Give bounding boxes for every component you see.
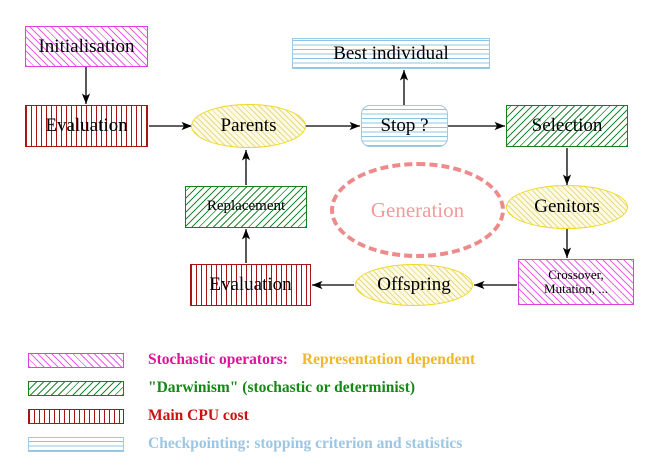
node-replacement-label: Replacement [206,198,286,215]
node-parents-label: Parents [220,115,277,137]
legend-text-darwinism: "Darwinism" (stochastic or determinist) [148,379,415,397]
node-selection[interactable]: Selection [506,105,628,147]
node-evaluation-bottom-label: Evaluation [209,274,292,296]
legend-row-checkpointing: Checkpointing: stopping criterion and st… [28,433,462,455]
node-evaluation-bottom[interactable]: Evaluation [190,264,311,306]
node-offspring-label: Offspring [377,274,451,296]
node-replacement[interactable]: Replacement [185,186,307,228]
node-best-individual-label: Best individual [333,42,449,64]
node-crossover-mutation-label: Crossover, Mutation, ... [544,267,608,296]
legend-swatch-blue-horizontal [28,436,124,452]
node-evaluation-top[interactable]: Evaluation [25,105,148,147]
node-generation: Generation [330,162,505,258]
legend-label-stochastic: Stochastic operators: [148,351,288,368]
legend-text-checkpointing: Checkpointing: stopping criterion and st… [148,435,462,453]
legend-label-checkpointing: Checkpointing: stopping criterion and st… [148,435,463,452]
legend-label-representation: Representation dependent [301,351,476,368]
legend-swatch-magenta-hatch [28,352,124,368]
node-evaluation-top-label: Evaluation [45,115,128,137]
legend-row-stochastic: Stochastic operators: Representation depe… [28,349,475,371]
legend: Stochastic operators: Representation depe… [0,340,662,460]
legend-swatch-green-hatch [28,380,124,396]
legend-swatch-red-vertical [28,408,124,424]
node-parents[interactable]: Parents [191,104,306,148]
node-initialisation-label: Initialisation [38,35,135,57]
node-generation-label: Generation [370,197,465,222]
legend-label-cpu-cost: Main CPU cost [148,407,249,424]
node-offspring[interactable]: Offspring [355,264,473,306]
node-stop[interactable]: Stop ? [361,105,448,147]
node-initialisation[interactable]: Initialisation [25,26,148,67]
legend-text-cpu-cost: Main CPU cost [148,407,249,425]
legend-row-darwinism: "Darwinism" (stochastic or determinist) [28,377,415,399]
legend-label-darwinism: "Darwinism" (stochastic or determinist) [148,379,416,396]
node-selection-label: Selection [531,115,603,137]
node-genitors-label: Genitors [534,196,600,218]
legend-text-stochastic: Stochastic operators: Representation depe… [148,351,475,369]
node-crossover-mutation[interactable]: Crossover, Mutation, ... [518,259,634,305]
legend-row-cpu-cost: Main CPU cost [28,405,249,427]
node-genitors[interactable]: Genitors [506,185,628,229]
node-best-individual[interactable]: Best individual [292,38,490,69]
node-stop-label: Stop ? [380,115,429,137]
